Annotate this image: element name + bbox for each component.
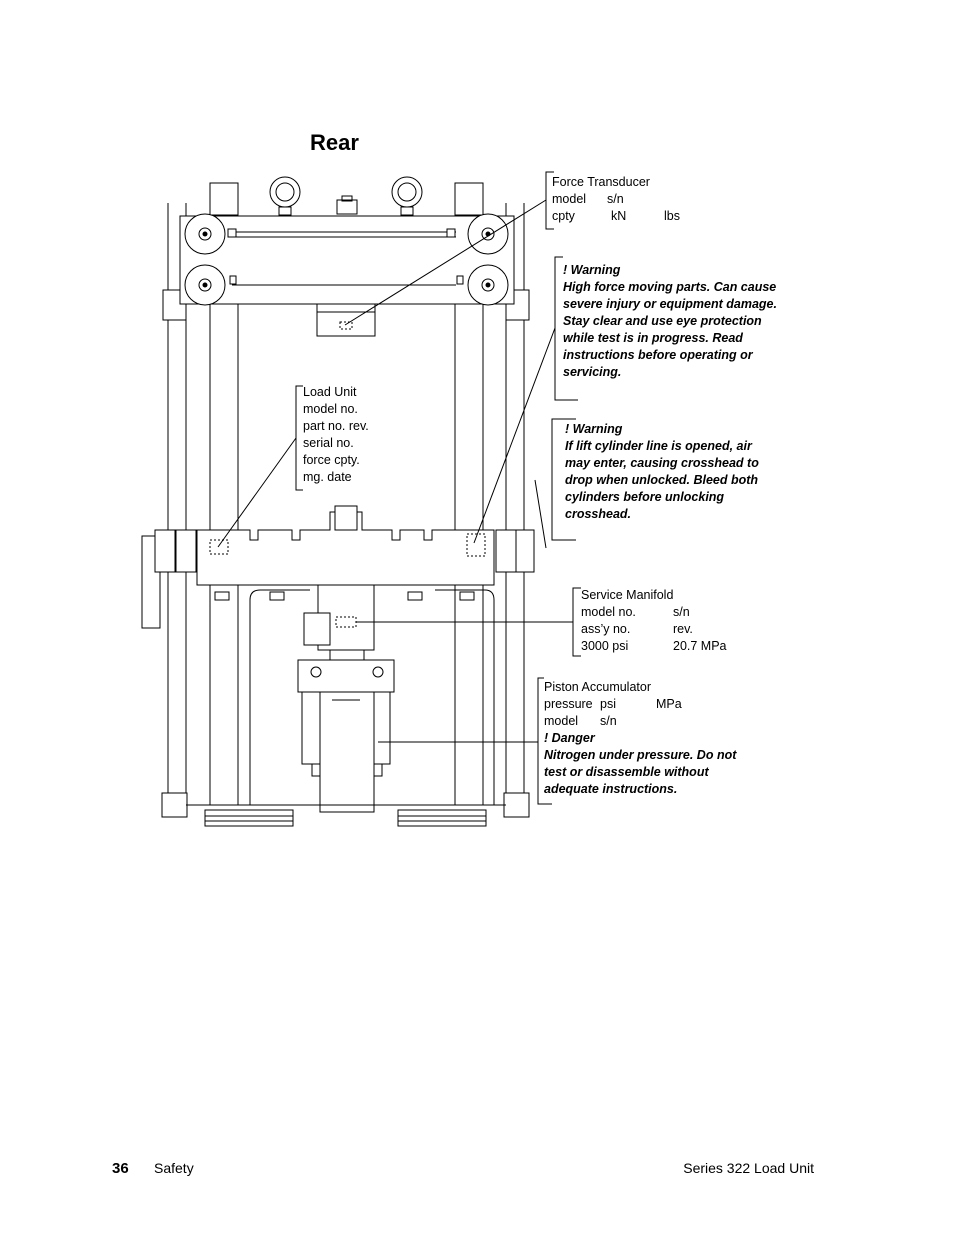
service-manifold-field: s/n bbox=[673, 605, 690, 619]
load-unit-line: Load Unit bbox=[303, 385, 357, 399]
warning-line: crosshead. bbox=[565, 507, 632, 521]
service-manifold-field: 20.7 MPa bbox=[673, 639, 727, 653]
load-unit-line: mg. date bbox=[303, 470, 352, 484]
piston-accumulator bbox=[297, 659, 395, 813]
warning-title: ! Warning bbox=[563, 263, 621, 277]
load-unit-line: part no. rev. bbox=[303, 419, 369, 433]
load-unit-line: serial no. bbox=[303, 436, 354, 450]
piston-accumulator-title: Piston Accumulator bbox=[544, 680, 651, 694]
force-transducer-kn: kN bbox=[611, 209, 627, 223]
warning-line: servicing. bbox=[563, 365, 622, 379]
warning-line: cylinders before unlocking bbox=[565, 490, 725, 504]
columns bbox=[161, 203, 530, 818]
load-unit-line: model no. bbox=[303, 402, 358, 416]
warning-lift-cylinder: ! Warning If lift cylinder line is opene… bbox=[565, 421, 759, 523]
lifting-eyes bbox=[209, 176, 484, 216]
service-manifold-field: model no. bbox=[581, 605, 636, 619]
force-transducer-title: Force Transducer bbox=[552, 175, 650, 189]
footer-manual-title: Series 322 Load Unit bbox=[683, 1160, 814, 1176]
warning-line: Stay clear and use eye protection bbox=[563, 314, 762, 328]
piston-accumulator-pressure: pressure bbox=[544, 697, 593, 711]
danger-line: Nitrogen under pressure. Do not bbox=[544, 748, 737, 762]
piston-accumulator-sn: s/n bbox=[600, 714, 617, 728]
force-transducer-lbs: lbs bbox=[664, 209, 680, 223]
warning-line: severe injury or equipment damage. bbox=[563, 297, 777, 311]
force-transducer-label: Force Transducer model s/n cpty kN lbs bbox=[552, 174, 680, 225]
warning-moving-parts: ! Warning High force moving parts. Can c… bbox=[563, 262, 777, 381]
danger-line: adequate instructions. bbox=[544, 782, 678, 796]
piston-accumulator-label: Piston Accumulator pressure psi MPa mode… bbox=[544, 679, 736, 798]
warning-line: High force moving parts. Can cause bbox=[563, 280, 777, 294]
warning-line: If lift cylinder line is opened, air bbox=[565, 439, 752, 453]
load-unit-label: Load Unit model no. part no. rev. serial… bbox=[303, 384, 369, 486]
service-manifold-field: ass’y no. bbox=[581, 622, 631, 636]
service-manifold-field: 3000 psi bbox=[581, 639, 629, 653]
warning-line: instructions before operating or bbox=[563, 348, 753, 362]
leader-lines bbox=[217, 199, 573, 743]
lower-crosshead bbox=[141, 505, 535, 805]
upper-crosshead bbox=[179, 213, 515, 306]
service-manifold-title: Service Manifold bbox=[581, 588, 674, 602]
warning-line: while test is in progress. Read bbox=[563, 331, 743, 345]
warning-line: drop when unlocked. Bleed both bbox=[565, 473, 759, 487]
warning-title: ! Warning bbox=[565, 422, 623, 436]
warning-line: may enter, causing crosshead to bbox=[565, 456, 759, 470]
service-manifold-label: Service Manifold model no. s/n ass’y no.… bbox=[581, 587, 727, 655]
force-transducer-model: model bbox=[552, 192, 587, 206]
force-transducer bbox=[316, 303, 376, 337]
danger-line: test or disassemble without bbox=[544, 765, 709, 779]
page-heading: Rear bbox=[310, 130, 359, 155]
base bbox=[186, 804, 506, 827]
piston-accumulator-psi: psi bbox=[600, 697, 616, 711]
page-number: 36 bbox=[112, 1160, 129, 1177]
service-manifold bbox=[303, 584, 375, 663]
service-manifold-field: rev. bbox=[673, 622, 693, 636]
piston-accumulator-mpa: MPa bbox=[656, 697, 682, 711]
footer-section: Safety bbox=[154, 1160, 194, 1176]
load-unit-line: force cpty. bbox=[303, 453, 360, 467]
force-transducer-cpty: cpty bbox=[552, 209, 575, 223]
danger-title: ! Danger bbox=[544, 731, 595, 745]
piston-accumulator-model: model bbox=[544, 714, 579, 728]
force-transducer-sn: s/n bbox=[607, 192, 624, 206]
